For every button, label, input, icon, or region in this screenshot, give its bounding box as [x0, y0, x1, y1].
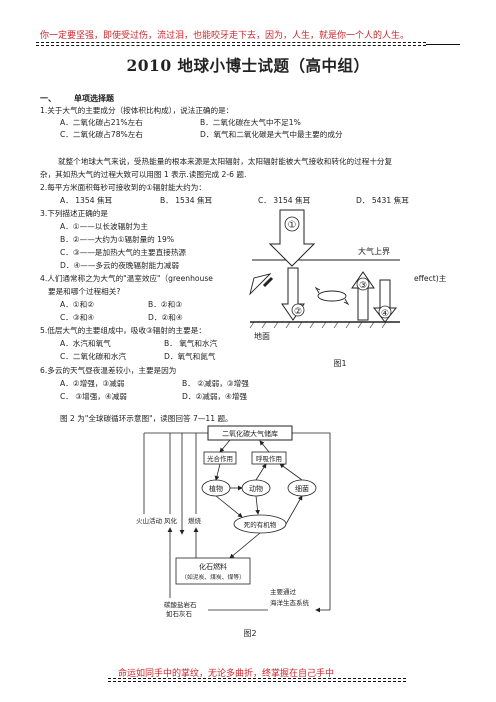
- q2-option-d: D． 5431 焦耳: [356, 196, 409, 205]
- q4-option-a: A．①和②: [60, 300, 94, 309]
- label-weathering: 风化: [164, 516, 178, 525]
- arrow-reflect-left: [249, 273, 272, 296]
- q6-stem: 6.多云的天气昼夜温差较小，主要是因为: [40, 366, 177, 375]
- label-fossil-fuels-sub: （如泥炭、煤炭、煤等）: [181, 573, 245, 581]
- q4-stem-end: effect)主: [414, 274, 447, 283]
- label-mainly-through: 主要通过: [270, 587, 297, 596]
- footer-dashed-line-2: [108, 681, 406, 682]
- q4-stem: 4.人们通常称之为大气的"温室效应"（greenhouse: [40, 274, 213, 283]
- q4-option-d: D．②和④: [148, 313, 183, 322]
- header-dashed-line: [36, 42, 426, 43]
- q6-option-b: B． ②减弱，③增强: [182, 379, 249, 388]
- figure-1-diagram: 大气上界 地面 ① ② ③ ④ 图1: [249, 209, 400, 368]
- label-animals: 动物: [249, 484, 263, 493]
- figure-2-diagram: 二氧化碳大气储库 光合作用 呼吸作用 植物 动物 细菌 死的有机物 火山活动 风…: [136, 425, 331, 638]
- q4-option-c: C．③和④: [60, 313, 95, 322]
- label-1: ①: [288, 220, 297, 231]
- label-ground: 地面: [254, 331, 270, 341]
- motto-bottom: 命运如同手中的掌纹，无论多曲折，终掌握在自己手中: [118, 669, 335, 679]
- label-fossil-fuels: 化石燃料: [199, 562, 227, 571]
- label-plants: 植物: [209, 484, 223, 493]
- intro-fig2: 图 2 为"全球碳循环示意图"，读图回答 7—11 题。: [60, 414, 233, 423]
- q1-option-d: D．氧气和二氧化碳是大气中最主要的成分: [200, 130, 343, 139]
- q1-option-b: B．二氧化碳在大气中不足1%: [200, 118, 301, 127]
- q2-stem: 2.每平方米面积每秒可接收到的①辐射能大约为：: [40, 183, 206, 192]
- header-solid-line: [426, 44, 460, 45]
- intro-line-2: 杂，其如热大气的过程大致可以用图 1 表示.读图完成 2-6 题.: [40, 170, 247, 179]
- label-respiration: 呼吸作用: [256, 454, 282, 463]
- label-carbonate-1: 碳酸盐岩石: [164, 600, 197, 609]
- label-ocean-ecosystem: 海洋生态系统: [270, 598, 310, 607]
- q2-option-b: B． 1534 焦耳: [160, 196, 213, 205]
- label-photosynthesis: 光合作用: [207, 454, 233, 463]
- q6-option-d: D．②减弱，④增强: [182, 392, 248, 401]
- header-dashed-line-2: [36, 45, 426, 46]
- q3-option-b: B．②——大约为①辐射量的 19%: [60, 235, 175, 244]
- label-dead-organic: 死的有机物: [244, 520, 277, 529]
- footer-dashed-line: [108, 678, 406, 679]
- q6-option-c: C． ③增强，④减弱: [60, 392, 127, 401]
- label-carbonate-2: 如石灰石: [166, 609, 193, 618]
- q1-option-a: A．二氧化碳占21%左右: [60, 118, 143, 127]
- q4-option-b: B．②和③: [148, 300, 183, 309]
- q1-stem: 1.关于大气的主要成分（按体积比构成），说法正确的是：: [40, 106, 234, 115]
- label-2: ②: [294, 307, 302, 317]
- q5-option-a: A．水汽和氧气: [60, 339, 111, 348]
- label-atmosphere-top: 大气上界: [358, 246, 390, 256]
- q5-option-b: B． 氧气和水汽: [164, 339, 218, 348]
- label-co2-reservoir: 二氧化碳大气储库: [222, 429, 278, 438]
- q3-option-c: C．③——是加热大气的主要直接热源: [60, 248, 187, 257]
- section-title: 单项选择题: [74, 94, 114, 103]
- arrow-1: [268, 209, 316, 267]
- label-3: ③: [359, 281, 367, 291]
- page-title: 2010 地球小博士试题（高中组）: [126, 56, 370, 75]
- q5-option-d: D．氧气和氮气: [164, 352, 216, 361]
- q2-option-c: C． 3154 焦耳: [258, 196, 311, 205]
- q3-option-d: D．④——多云的夜晚辐射能力减弱: [60, 261, 179, 270]
- ground-hatching: [249, 321, 387, 329]
- q1-option-c: C．二氧化碳占78%左右: [60, 130, 143, 139]
- label-bacteria: 细菌: [295, 484, 309, 493]
- motto-top: 你一定要坚强，即使受过伤，流过泪，也能咬牙走下去，因为，人生，就是你一个人的人生…: [40, 31, 410, 41]
- label-burning: 燃烧: [188, 516, 202, 525]
- q2-option-a: A． 1354 焦耳: [60, 196, 113, 205]
- section-number: 一、: [40, 94, 56, 103]
- q6-option-a: A．②增强，③减弱: [60, 379, 125, 388]
- q3-stem: 3.下列描述正确的是: [40, 209, 108, 218]
- label-volcano: 火山活动: [136, 516, 163, 525]
- intro-line-1: 就整个地球大气来说，受热能量的根本来源是太阳辐射，太阳辐射能被大气接收和转化的过…: [58, 157, 393, 166]
- label-4: ④: [381, 309, 389, 319]
- q5-option-c: C．二氧化碳和水汽: [60, 352, 127, 361]
- q5-stem: 5.低层大气的主要组成中，吸收③辐射的主要是：: [40, 326, 206, 335]
- figure-2-caption: 图2: [243, 629, 256, 638]
- atmosphere-swirl: [317, 290, 347, 302]
- q4-stem-2: 要是和哪个过程相关?: [48, 287, 121, 296]
- figure-1-caption: 图1: [333, 359, 346, 368]
- q3-option-a: A．①——以长波辐射为主: [60, 222, 148, 231]
